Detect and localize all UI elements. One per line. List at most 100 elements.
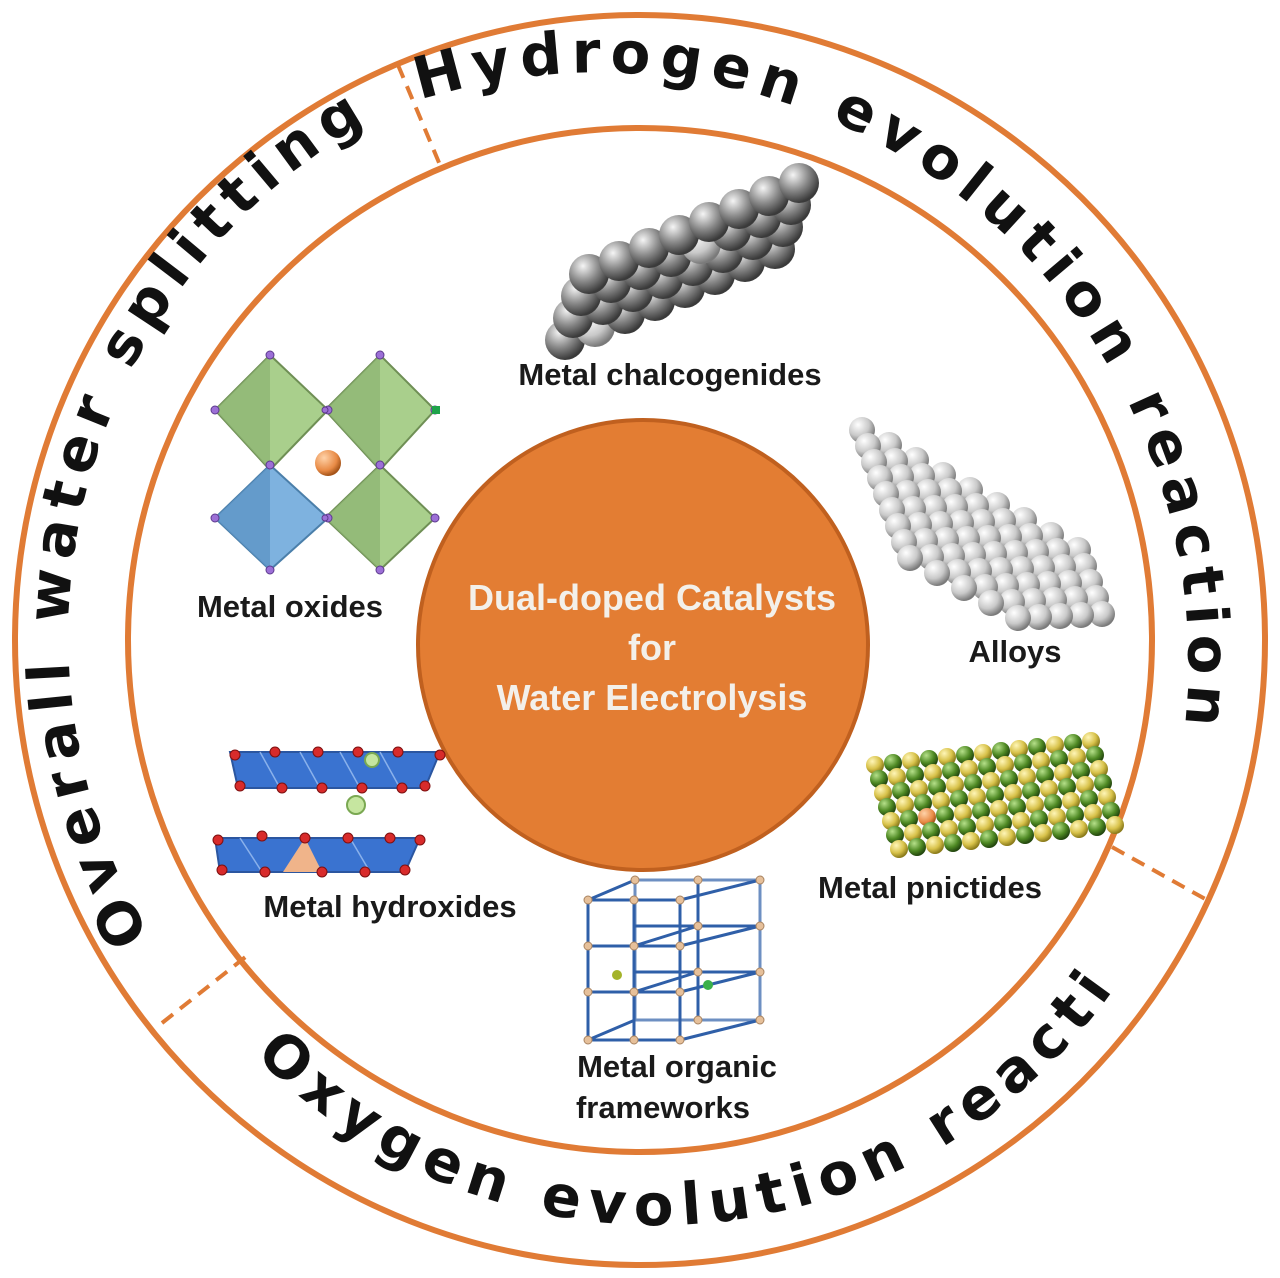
pnictide-atom xyxy=(870,770,888,788)
pnictide-atom xyxy=(986,786,1004,804)
pnictide-atom xyxy=(1044,794,1062,812)
pnictide-atom xyxy=(1088,818,1106,836)
center-line-3: Water Electrolysis xyxy=(497,677,808,718)
pnictide-atom xyxy=(1106,816,1124,834)
pnictide-atom xyxy=(1014,754,1032,772)
pnictide-atom xyxy=(998,828,1016,846)
alloy-atom xyxy=(1005,605,1031,631)
pnictide-atom xyxy=(992,742,1010,760)
separator-right xyxy=(1111,845,1208,902)
pnictide-atom xyxy=(908,838,926,856)
pnictide-atom xyxy=(1050,750,1068,768)
pnictide-atom xyxy=(1052,822,1070,840)
pnictide-atom xyxy=(960,760,978,778)
pnictide-atom xyxy=(982,772,1000,790)
pnictide-atom xyxy=(936,806,954,824)
alloy-atom xyxy=(951,575,977,601)
pnictide-atom xyxy=(1048,808,1066,826)
pnictide-atom xyxy=(1076,776,1094,794)
alloy-atom xyxy=(1068,602,1094,628)
pnictide-atom xyxy=(944,834,962,852)
pnictides-label: Metal pnictides xyxy=(818,870,1042,905)
pnictide-atom xyxy=(866,756,884,774)
pnictide-atom xyxy=(1068,748,1086,766)
inner-ring xyxy=(125,125,1155,1155)
pnictide-atom xyxy=(980,830,998,848)
separator-top xyxy=(396,64,442,166)
pnictide-atom xyxy=(1030,810,1048,828)
pnictide-atom xyxy=(882,812,900,830)
alloy-atom xyxy=(897,545,923,571)
pnictide-atom xyxy=(946,776,964,794)
pnictide-atom xyxy=(1008,798,1026,816)
pnictide-atom xyxy=(928,778,946,796)
pnictide-atom xyxy=(940,820,958,838)
pnictide-atom xyxy=(990,800,1008,818)
pnictide-atom xyxy=(920,750,938,768)
pnictide-atom xyxy=(914,794,932,812)
chalcogenide-atom xyxy=(659,215,699,255)
pnictide-atom xyxy=(978,758,996,776)
pnictide-atom xyxy=(896,796,914,814)
chalcogenide-atom xyxy=(629,228,669,268)
pnictide-atom xyxy=(1080,790,1098,808)
chalcogenide-atom xyxy=(569,254,609,294)
chalcogenides-label: Metal chalcogenides xyxy=(518,357,821,392)
alloy-atom xyxy=(924,560,950,586)
pnictide-atom xyxy=(922,822,940,840)
pnictide-atom xyxy=(1054,764,1072,782)
oxides-label: Metal oxides xyxy=(197,589,383,624)
pnictide-atom xyxy=(1022,782,1040,800)
hydroxides-illustration xyxy=(212,746,446,878)
alloys-illustration xyxy=(849,417,1115,631)
pnictide-atom xyxy=(1082,732,1100,750)
pnictide-atom xyxy=(906,766,924,784)
pnictide-atom xyxy=(1012,812,1030,830)
alloy-atom xyxy=(1089,601,1115,627)
pnictide-atom xyxy=(958,818,976,836)
pnictide-atom xyxy=(1026,796,1044,814)
center-disc xyxy=(416,418,870,872)
mof-label-line-1: Metal organic xyxy=(577,1049,777,1084)
pnictides-illustration xyxy=(866,732,1124,858)
pnictide-atom xyxy=(1086,746,1104,764)
chalcogenide-atom xyxy=(779,163,819,203)
pnictide-atom xyxy=(1032,752,1050,770)
alloy-atom xyxy=(1047,603,1073,629)
pnictide-atom xyxy=(926,836,944,854)
pnictide-atom xyxy=(994,814,1012,832)
mof-label-line-2: frameworks xyxy=(576,1090,750,1125)
pnictide-atom xyxy=(900,810,918,828)
pnictide-atom xyxy=(1058,778,1076,796)
pnictide-atom xyxy=(918,808,936,826)
chalcogenide-atom xyxy=(749,176,789,216)
pnictide-atom xyxy=(1010,740,1028,758)
pnictide-atom xyxy=(904,824,922,842)
mof-illustration xyxy=(583,875,765,1045)
pnictide-atom xyxy=(956,746,974,764)
pnictide-atom xyxy=(1102,802,1120,820)
pnictide-atom xyxy=(1062,792,1080,810)
pnictide-atom xyxy=(890,840,908,858)
pnictide-atom xyxy=(1090,760,1108,778)
pnictide-atom xyxy=(1018,768,1036,786)
pnictide-atom xyxy=(932,792,950,810)
oxides-illustration xyxy=(210,350,440,575)
pnictide-atom xyxy=(888,768,906,786)
pnictide-atom xyxy=(1046,736,1064,754)
chalcogenide-atom xyxy=(599,241,639,281)
pnictide-atom xyxy=(1004,784,1022,802)
alloy-atom xyxy=(1026,604,1052,630)
alloy-atom xyxy=(978,590,1004,616)
pnictide-atom xyxy=(954,804,972,822)
pnictide-atom xyxy=(874,784,892,802)
hydroxides-label: Metal hydroxides xyxy=(263,889,516,924)
pnictide-atom xyxy=(938,748,956,766)
pnictide-atom xyxy=(892,782,910,800)
pnictide-atom xyxy=(884,754,902,772)
pnictide-atom xyxy=(964,774,982,792)
pnictide-atom xyxy=(1028,738,1046,756)
pnictide-atom xyxy=(1072,762,1090,780)
